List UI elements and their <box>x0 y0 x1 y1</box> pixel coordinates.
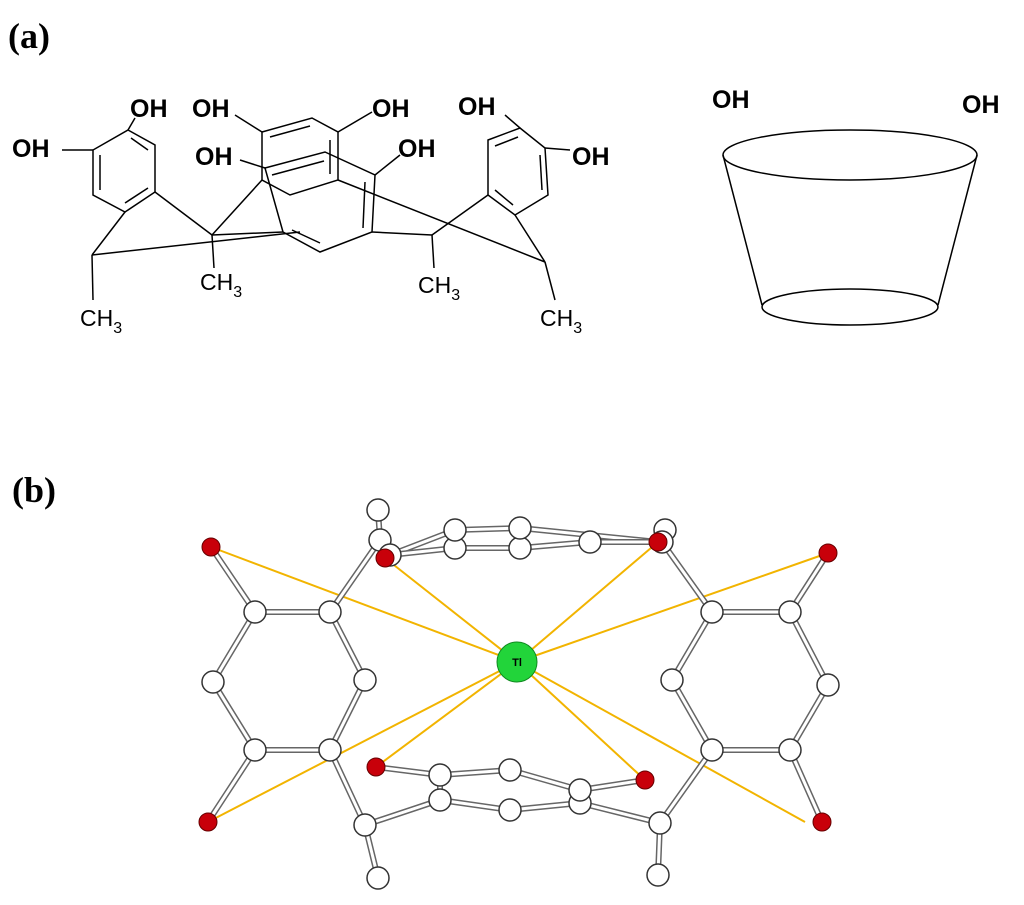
complex-3d-model: Tl <box>198 498 840 890</box>
hydroxyl-label: OH <box>195 143 233 171</box>
carbon-atom <box>243 600 267 624</box>
hydroxyl-label: OH <box>398 135 436 163</box>
cone-hydroxyl-right: OH <box>962 91 1000 119</box>
hydroxyl-label: OH <box>372 95 410 123</box>
framework-bond <box>328 678 367 752</box>
framework-bond <box>328 610 367 682</box>
carbon-atom <box>508 516 532 540</box>
methyl-label: CH3 <box>200 269 242 301</box>
framework-bond <box>670 678 714 752</box>
cone-rim-top <box>722 129 978 181</box>
right-aryl-ring <box>487 127 549 216</box>
front-aryl-ring <box>264 151 376 253</box>
methyl-label: CH3 <box>80 305 122 337</box>
framework-bond <box>438 798 512 812</box>
panel-label-b: (b) <box>12 470 56 510</box>
framework-bond <box>328 748 367 827</box>
metal-label: Tl <box>512 657 522 669</box>
carbon-atom <box>428 788 452 812</box>
carbon-atom <box>568 778 592 802</box>
hydroxyl-label: OH <box>458 93 496 121</box>
hydroxyl-label: OH <box>130 95 168 123</box>
framework-bonds <box>205 507 831 881</box>
carbon-atom <box>498 758 522 782</box>
carbon-atom <box>816 673 840 697</box>
carbon-atom <box>443 518 467 542</box>
carbon-atom <box>353 813 377 837</box>
methyl-label: CH3 <box>418 272 460 304</box>
framework-bond <box>670 610 714 682</box>
framework-bond <box>788 748 824 824</box>
carbon-atom <box>318 600 342 624</box>
oxygen-atom <box>648 532 668 552</box>
carbon-atom <box>700 738 724 762</box>
oxygen-atom <box>818 543 838 563</box>
metal-atom <box>496 641 538 683</box>
left-aryl-ring <box>92 129 156 213</box>
framework-bond <box>206 748 257 824</box>
hydroxyl-label: OH <box>192 95 230 123</box>
carbon-atom <box>318 738 342 762</box>
carbon-atom <box>366 866 390 890</box>
framework-bond <box>209 545 257 614</box>
carbon-atom <box>646 863 670 887</box>
carbon-atom <box>660 668 684 692</box>
oxygen-atom <box>635 770 655 790</box>
carbon-atom <box>498 798 522 822</box>
panel-label-a: (a) <box>8 16 50 56</box>
carbon-atom <box>778 738 802 762</box>
framework-atoms <box>198 498 840 890</box>
carbon-atom <box>428 763 452 787</box>
framework-bond <box>788 683 830 752</box>
cone-rim-bottom <box>761 288 939 326</box>
carbon-atom <box>508 536 532 560</box>
carbon-atom <box>366 498 390 522</box>
cone-hydroxyl-left: OH <box>712 86 750 114</box>
carbon-atom <box>201 670 225 694</box>
calixarene-structure: OH OH OH OH OH OH OH OH CH3 CH3 CH3 CH3 <box>12 93 610 337</box>
methyl-label: CH3 <box>540 305 582 337</box>
back-aryl-ring <box>261 117 339 196</box>
coordination-bonds <box>207 541 829 823</box>
framework-bond <box>508 768 582 792</box>
framework-bond <box>658 748 714 825</box>
hydroxyl-label: OH <box>12 135 50 163</box>
framework-bond <box>788 610 830 687</box>
carbon-atom <box>353 668 377 692</box>
oxygen-atom <box>366 757 386 777</box>
framework-bond <box>363 798 442 827</box>
oxygen-atom <box>198 812 218 832</box>
framework-bond <box>578 801 662 825</box>
oxygen-atom <box>201 537 221 557</box>
framework-bond <box>211 680 257 752</box>
cone-schematic: OH OH <box>712 86 1000 326</box>
framework-bond <box>211 610 257 684</box>
carbon-atom <box>648 811 672 835</box>
oxygen-atom <box>812 812 832 832</box>
framework-bond <box>328 538 382 614</box>
carbon-atom <box>700 600 724 624</box>
hydroxyl-label: OH <box>572 143 610 171</box>
oxygen-atom <box>375 548 395 568</box>
carbon-atom <box>243 738 267 762</box>
carbon-atom <box>578 530 602 554</box>
carbon-atom <box>778 600 802 624</box>
framework-bond <box>660 540 714 614</box>
